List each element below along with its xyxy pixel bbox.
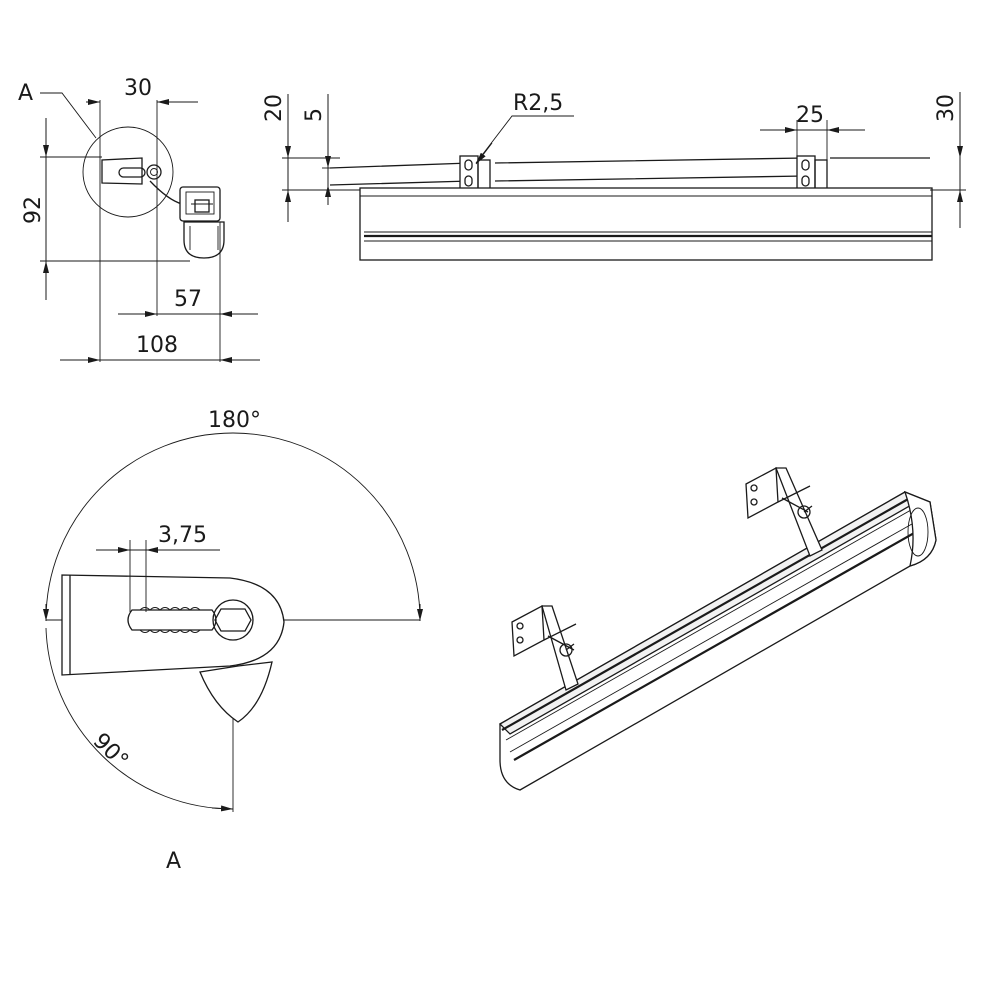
arm-rod-front xyxy=(329,162,471,186)
dim-arm-20-label: 20 xyxy=(262,94,287,122)
arc-90 xyxy=(45,627,234,810)
bracket-left-iso xyxy=(511,604,579,691)
dim-right-30-label: 30 xyxy=(934,94,959,122)
dim-total-depth-label: 108 xyxy=(136,333,178,358)
housing-clamp xyxy=(194,199,210,213)
serrated-slot xyxy=(127,609,217,631)
dim-arm-5-label: 5 xyxy=(302,108,327,122)
pivot-bolt xyxy=(146,164,162,180)
detail-ref-label-top: A xyxy=(18,81,33,106)
radius-label: R2,5 xyxy=(513,91,563,116)
dim-slot-label: 3,75 xyxy=(158,523,207,548)
arm-slot xyxy=(118,167,146,178)
angle-180-label: 180° xyxy=(208,408,261,433)
mounting-arm-side xyxy=(101,157,143,185)
arm-plate-detail xyxy=(61,574,285,676)
dim-lamp-offset-label: 57 xyxy=(174,287,202,312)
arm-rod-front-2 xyxy=(494,157,806,182)
detail-ref-label-bottom: A xyxy=(166,849,181,874)
side-view: A 30 92 57 xyxy=(18,76,260,363)
pivot-nut xyxy=(212,599,254,641)
isometric-view xyxy=(498,466,937,791)
detail-a-view: 180° 90° 3,75 A xyxy=(43,408,423,874)
arm-tab-lower xyxy=(199,661,273,723)
angle-90-label: 90° xyxy=(88,729,133,774)
fixture-body-iso xyxy=(499,491,937,791)
dim-side-height-label: 92 xyxy=(21,196,46,224)
arm-link xyxy=(149,180,183,205)
bracket-right-iso xyxy=(745,466,823,557)
front-view: 20 5 R2,5 25 30 xyxy=(262,91,966,261)
detail-circle-a xyxy=(82,126,174,218)
arc-180 xyxy=(45,432,421,621)
dim-bracket-25-label: 25 xyxy=(796,103,824,128)
dim-bracket-width-label: 30 xyxy=(124,76,152,101)
lamp-tube-side xyxy=(183,221,225,259)
fixture-body-front xyxy=(359,187,933,261)
detail-a-leader xyxy=(40,92,97,139)
radius-leader xyxy=(475,115,574,164)
